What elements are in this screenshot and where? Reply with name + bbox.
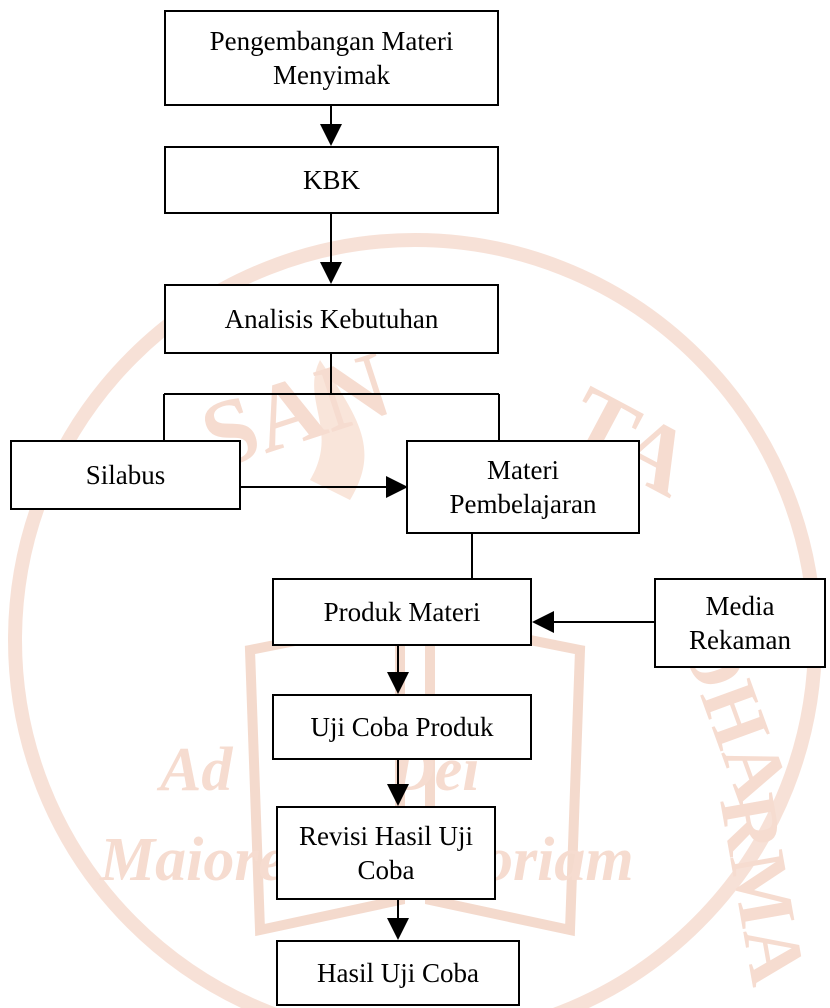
arrowhead — [387, 672, 409, 694]
node-analisis-kebutuhan: Analisis Kebutuhan — [164, 284, 499, 354]
arrowhead — [387, 784, 409, 806]
node-hasil-uji-coba: Hasil Uji Coba — [276, 940, 520, 1006]
node-label-line: Materi — [487, 455, 559, 485]
node-label-line: Rekaman — [689, 625, 791, 655]
node-label-line: Analisis Kebutuhan — [224, 304, 439, 334]
arrowhead — [532, 611, 554, 633]
node-produk-materi: Produk Materi — [272, 578, 532, 646]
node-label-line: Pengembangan Materi — [209, 26, 454, 56]
node-label-line: Media — [705, 591, 775, 621]
node-label-line: Silabus — [85, 460, 166, 490]
arrowhead — [320, 124, 342, 146]
node-label-line: Revisi Hasil Uji — [299, 821, 473, 851]
node-silabus: Silabus — [10, 440, 241, 510]
node-revisi-hasil-uji-coba: Revisi Hasil Uji Coba — [276, 806, 496, 900]
node-label-line: Coba — [357, 855, 415, 885]
arrowhead — [320, 262, 342, 284]
node-label-line: Uji Coba Produk — [310, 712, 494, 742]
node-label-line: Menyimak — [273, 60, 390, 90]
node-media-rekaman: Media Rekaman — [654, 578, 826, 668]
node-materi-pembelajaran: Materi Pembelajaran — [406, 440, 640, 534]
node-uji-coba-produk: Uji Coba Produk — [272, 694, 532, 760]
node-kbk: KBK — [164, 146, 499, 214]
node-pengembangan-materi: Pengembangan Materi Menyimak — [164, 10, 499, 106]
node-label-line: Hasil Uji Coba — [317, 958, 479, 988]
arrowhead — [386, 476, 408, 498]
arrowhead — [387, 918, 409, 940]
node-label-line: Produk Materi — [323, 597, 481, 627]
node-label-line: Pembelajaran — [449, 489, 597, 519]
node-label-line: KBK — [302, 165, 360, 195]
